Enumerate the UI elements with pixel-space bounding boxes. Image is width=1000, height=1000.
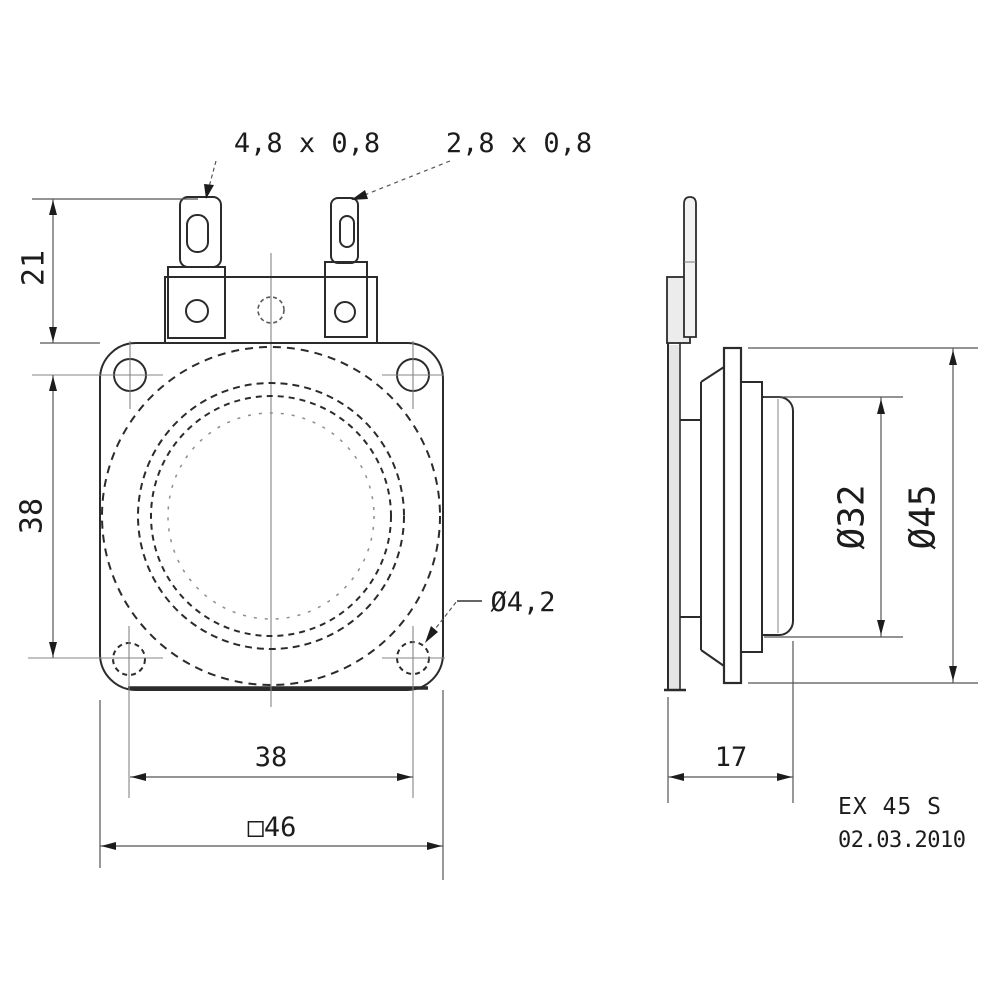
hole-center-lines xyxy=(28,341,445,798)
dim-text-21: 21 xyxy=(17,250,52,286)
arrow-17-right xyxy=(777,773,792,781)
side-dimensions: Ø32 Ø45 17 xyxy=(667,347,978,803)
terminal-block xyxy=(164,276,378,344)
leader-arrow-terminal-large xyxy=(204,184,214,199)
leader-terminal-small xyxy=(361,160,451,197)
dim-text-d32: Ø32 xyxy=(832,484,873,549)
terminal-small-blade xyxy=(330,197,359,264)
terminal-tab-side xyxy=(683,196,697,338)
arrow-d32-down xyxy=(877,620,885,635)
arrow-17-left xyxy=(669,773,684,781)
side-view xyxy=(664,196,794,692)
dim-text-square-46: □46 xyxy=(248,812,297,843)
cone-slant-bottom xyxy=(700,649,725,667)
arrow-46-right xyxy=(427,842,442,850)
arrow-46-left xyxy=(101,842,116,850)
leader-hole-diag xyxy=(431,600,458,634)
cone-slant-top xyxy=(700,366,725,383)
terminal-large-slot xyxy=(186,214,209,253)
flange-side-shading xyxy=(669,345,679,689)
dim-text-38-left: 38 xyxy=(15,498,50,534)
arrow-38b-right xyxy=(397,773,412,781)
cone-inner-circle xyxy=(167,412,375,620)
title-block: EX 45 S 02.03.2010 xyxy=(838,794,966,853)
arrow-21-down xyxy=(49,327,57,342)
arrow-d45-up xyxy=(949,350,957,365)
model-name: EX 45 S xyxy=(838,794,942,820)
terminal-small-label: 2,8 x 0,8 xyxy=(446,128,592,159)
terminal-small-hole xyxy=(334,301,356,323)
dim-text-d45: Ø45 xyxy=(903,484,944,549)
front-dimensions: 4,8 x 0,8 2,8 x 0,8 21 38 Ø4,2 38 xyxy=(15,128,592,880)
leader-terminal-large xyxy=(208,160,217,188)
terminal-assembly xyxy=(164,196,378,344)
arrow-21-up xyxy=(49,200,57,215)
surround-circle xyxy=(137,382,405,650)
dim-text-17: 17 xyxy=(715,742,748,773)
arrow-38b-left xyxy=(131,773,146,781)
spacer-plate-side xyxy=(740,381,763,653)
terminal-small-slot xyxy=(339,215,355,248)
leader-arrow-terminal-small xyxy=(351,190,368,200)
front-view xyxy=(28,196,445,798)
terminal-large-blade xyxy=(179,196,222,268)
arrow-d32-up xyxy=(877,399,885,414)
dim-text-38-bottom: 38 xyxy=(255,742,288,773)
front-ring-side xyxy=(722,346,743,685)
terminal-large-label: 4,8 x 0,8 xyxy=(234,128,380,159)
drawing-date: 02.03.2010 xyxy=(838,828,965,853)
terminal-large-hole xyxy=(185,299,209,323)
terminal-small-base xyxy=(324,261,368,338)
basket-rim-circle xyxy=(101,346,441,686)
terminal-block-center-hole xyxy=(257,296,285,324)
dim-text-hole-diameter: Ø4,2 xyxy=(490,587,555,618)
arrow-d45-down xyxy=(949,666,957,681)
cone-outer-circle xyxy=(150,395,392,637)
arrow-38l-down xyxy=(49,642,57,657)
leader-arrow-hole xyxy=(425,626,438,643)
arrow-38l-up xyxy=(49,376,57,391)
